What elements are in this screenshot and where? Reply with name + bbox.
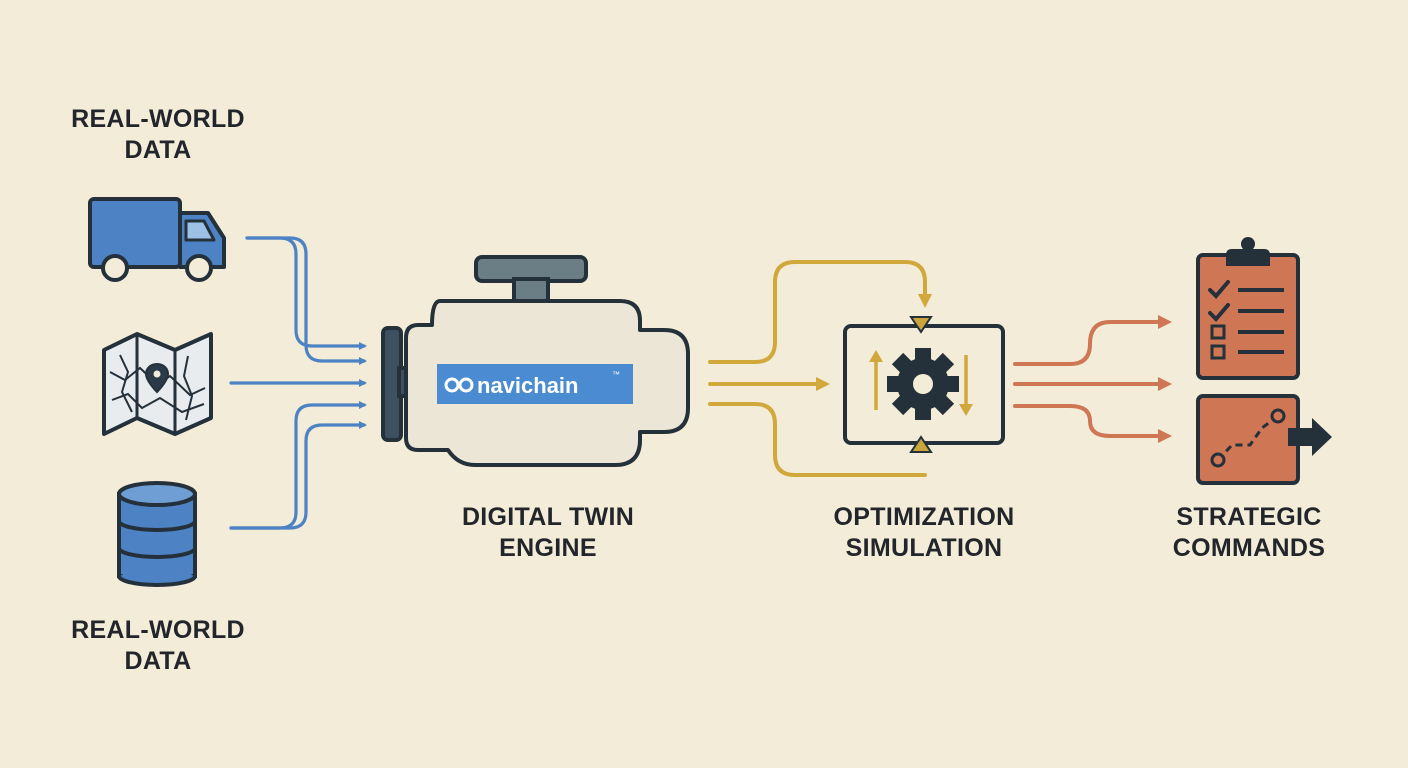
brand-text: navichain: [477, 373, 578, 398]
input-label-bottom: REAL-WORLD DATA: [71, 616, 245, 675]
checklist-clipboard-icon: [1196, 237, 1300, 380]
output-arrow: [1013, 404, 1172, 443]
output-arrows: [1013, 315, 1172, 443]
database-icon: [117, 481, 197, 587]
map-icon: [102, 332, 213, 436]
input-arrows: [229, 236, 367, 530]
flow-arrow: [708, 402, 927, 477]
navichain-logo: [437, 364, 633, 404]
route-map-icon: [1196, 394, 1332, 485]
optimization-label: OPTIMIZATION SIMULATION: [833, 503, 1015, 562]
infinity-logo-icon: [444, 377, 474, 393]
engine-to-optimization-arrows: [708, 260, 932, 477]
engine-icon: navichain ™: [381, 255, 690, 467]
flow-arrow: [708, 260, 932, 364]
output-label: STRATEGIC COMMANDS: [1172, 503, 1326, 562]
gear-icon: [887, 348, 959, 420]
input-arrow: [229, 421, 367, 530]
input-arrow: [245, 236, 367, 365]
trademark-symbol: ™: [612, 370, 620, 379]
optimization-icon: [843, 316, 1005, 453]
engine-label: DIGITAL TWIN ENGINE: [461, 503, 635, 562]
output-arrow: [1013, 315, 1172, 366]
truck-icon: [88, 197, 226, 282]
input-label-top: REAL-WORLD DATA: [71, 105, 245, 164]
